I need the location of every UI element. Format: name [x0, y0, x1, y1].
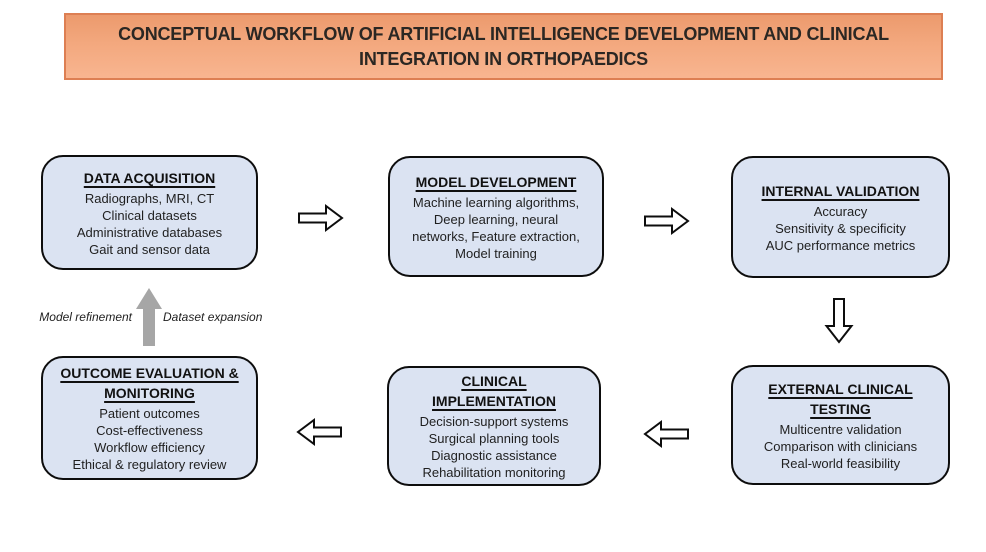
stage-item: Patient outcomes — [99, 406, 200, 421]
stage-box-external-clinical-testing: EXTERNAL CLINICAL TESTING Multicentre va… — [731, 365, 950, 485]
stage-item: Surgical planning tools — [428, 431, 560, 446]
arrow-right-icon — [644, 207, 690, 235]
stage-item: Radiographs, MRI, CT — [84, 190, 215, 206]
stage-item: AUC performance metrics — [765, 237, 916, 253]
stage-box-outcome-evaluation: OUTCOME EVALUATION & MONITORING Patient … — [41, 356, 258, 480]
feedback-arrow-up-icon — [136, 288, 162, 346]
stage-heading: DATA ACQUISITION — [83, 169, 216, 186]
arrow-left-icon — [643, 420, 689, 448]
stage-heading: CLINICAL IMPLEMENTATION — [432, 373, 556, 409]
stage-item: networks, Feature extraction, — [412, 228, 580, 244]
stage-item: Machine learning algorithms, — [412, 194, 580, 210]
stage-box-internal-validation: INTERNAL VALIDATION Accuracy Sensitivity… — [731, 156, 950, 278]
stage-heading: OUTCOME EVALUATION & MONITORING — [60, 365, 239, 401]
stage-item: Accuracy — [813, 203, 868, 219]
stage-box-data-acquisition: DATA ACQUISITION Radiographs, MRI, CT Cl… — [41, 155, 258, 270]
arrow-down-icon — [824, 298, 854, 344]
arrow-right-icon — [298, 204, 344, 232]
title-banner: CONCEPTUAL WORKFLOW OF ARTIFICIAL INTELL… — [64, 13, 943, 80]
stage-heading: INTERNAL VALIDATION — [761, 182, 920, 199]
stage-item: Gait and sensor data — [89, 241, 210, 257]
stage-item: Administrative databases — [76, 224, 223, 240]
feedback-label-dataset-expansion: Dataset expansion — [163, 310, 263, 324]
arrow-left-icon — [296, 418, 342, 446]
stage-box-model-development: MODEL DEVELOPMENT Machine learning algor… — [388, 156, 604, 277]
stage-heading: EXTERNAL CLINICAL TESTING — [768, 380, 913, 417]
stage-item: Deep learning, neural — [433, 211, 559, 227]
stage-item: Real-world feasibility — [780, 455, 901, 471]
arrow-right-icon — [298, 204, 344, 232]
title-line-2: INTEGRATION IN ORTHOPAEDICS — [359, 48, 648, 69]
stage-heading: MODEL DEVELOPMENT — [415, 173, 577, 190]
stage-item: Clinical datasets — [102, 207, 197, 223]
stage-item: Workflow efficiency — [94, 440, 205, 455]
arrow-left-icon — [643, 420, 689, 448]
title-line-1: CONCEPTUAL WORKFLOW OF ARTIFICIAL INTELL… — [118, 23, 889, 44]
feedback-label-model-refinement: Model refinement — [39, 310, 132, 324]
stage-item: Cost-effectiveness — [96, 423, 203, 438]
feedback-arrow-up-icon — [136, 288, 162, 346]
stage-item: Ethical & regulatory review — [72, 457, 227, 472]
stage-item: Rehabilitation monitoring — [422, 465, 566, 480]
arrow-right-icon — [644, 207, 690, 235]
stage-item: Decision-support systems — [419, 414, 569, 429]
arrow-left-icon — [296, 418, 342, 446]
stage-item: Multicentre validation — [779, 421, 902, 437]
stage-box-clinical-implementation: CLINICAL IMPLEMENTATION Decision-support… — [387, 366, 601, 486]
stage-item: Diagnostic assistance — [431, 448, 557, 463]
stage-item: Model training — [455, 245, 537, 261]
stage-item: Comparison with clinicians — [763, 438, 918, 454]
stage-item: Sensitivity & specificity — [775, 220, 906, 236]
arrow-down-icon — [824, 298, 854, 344]
